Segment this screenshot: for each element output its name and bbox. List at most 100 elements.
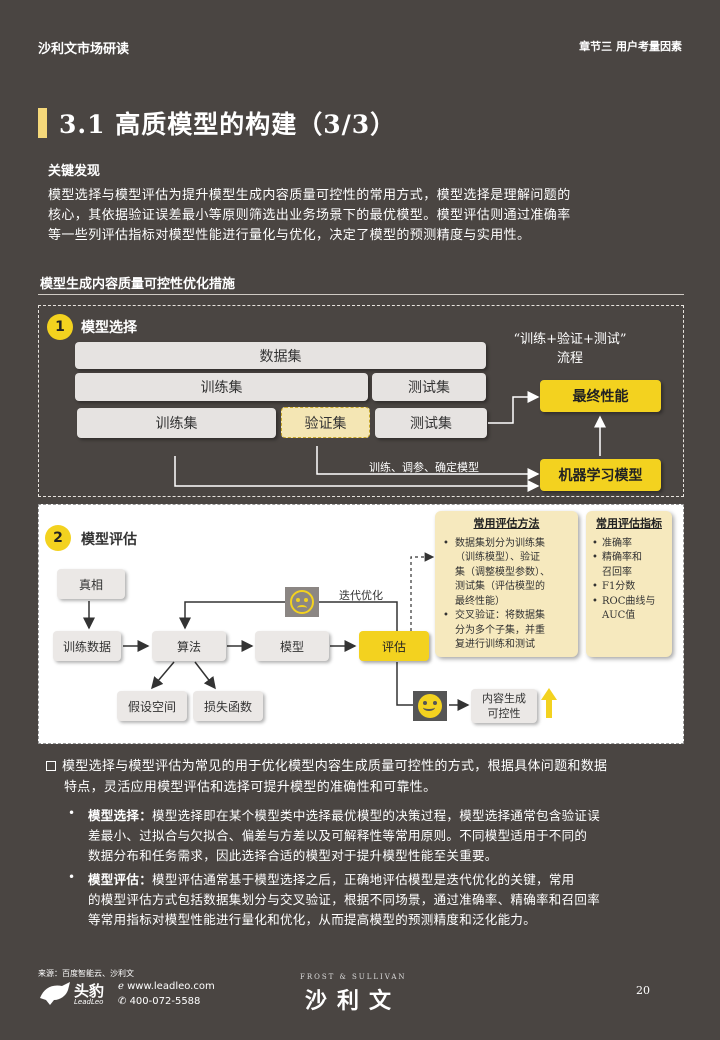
hypothesis-space-box: 假设空间 [117,691,187,721]
card-line: 分为多个子集，并重 [455,624,545,636]
page-title: 3.1 高质模型的构建（3/3） [59,110,397,139]
bullet-line: 模型选择：模型选择即在某个模型类中选择最优模型的决策过程，模型选择通常包含验证误 [88,806,684,826]
bullet-dot-icon: • [68,870,76,884]
content-controllability-line: 可控性 [487,707,521,720]
phone-number: 400-072-5588 [129,996,201,1007]
bullet-line-text: 模型选择即在某个模型类中选择最优模型的决策过程，模型选择通常包含验证误 [152,808,601,823]
bullet-line: 等常用指标对模型性能进行量化和优化，从而提高模型的预测精度和泛化能力。 [88,912,537,927]
up-arrow-icon [540,687,558,719]
step-number-badge: 2 [45,525,71,551]
summary-line-text: 模型选择与模型评估为常见的用于优化模型内容生成质量可控性的方式，根据具体问题和数… [62,759,608,774]
card-line: F1分数 [602,581,636,592]
key-findings-label: 关键发现 [48,164,101,179]
summary-line: 特点，灵活应用模型评估和选择可提升模型的准确性和可靠性。 [64,780,437,795]
key-findings-text: 模型选择与模型评估为提升模型生成内容质量可控性的常用方式，模型选择是理解问题的 … [48,186,684,246]
card-line: 准确率 [602,537,632,549]
model-selection-title: 模型选择 [81,320,137,336]
leadleo-logo [38,980,106,1006]
algorithm-box: 算法 [152,631,226,661]
leopard-icon [40,982,70,1005]
card-line: AUC值 [602,610,636,621]
bullet-label: 模型选择： [88,808,153,823]
header-chapter: 章节三 用户考量因素 [579,40,682,53]
happy-face-icon [413,691,447,721]
dataset-box: 数据集 [75,342,486,369]
leadleo-en: LeadLeo [74,998,104,1006]
metric-item: 准确率 [592,537,666,552]
ml-model-box: 机器学习模型 [540,459,661,491]
bullet-line: 的模型评估方式包括数据集划分与交叉验证，根据不同场景，通过准确率、精确率和召回率 [88,892,601,907]
truth-box: 真相 [57,569,125,599]
section-divider [38,294,684,295]
model-selection-panel: 1 模型选择 “训练+验证+测试” 流程 数据集 训练集 测试集 训练集 验证集… [38,305,684,497]
flow-label-line: 流程 [556,351,583,366]
evaluation-method-item: 数据集划分为训练集 （训练模型）、验证 集（调整模型参数）、 测试集（评估模型的… [443,537,570,610]
source-note: 来源：百度智能云、沙利文 [38,969,134,978]
loss-function-box: 损失函数 [193,691,263,721]
train-tune-label: 训练、调参、确定模型 [369,461,479,474]
evaluation-metrics-card: 常用评估指标 准确率 精确率和 召回率 F1分数 ROC曲线与 AUC值 [586,511,672,657]
checkbox-square-icon [46,761,56,771]
final-performance-box: 最终性能 [540,380,661,412]
evaluation-box: 评估 [359,631,429,661]
website-text[interactable]: ℯ www.leadleo.com [118,981,215,992]
bullet-label: 模型评估： [88,872,153,887]
evaluation-methods-card: 常用评估方法 数据集划分为训练集 （训练模型）、验证 集（调整模型参数）、 测试… [435,511,578,657]
flow-label-line: “训练+验证+测试” [513,332,627,347]
model-evaluation-title: 模型评估 [81,532,137,548]
card-line: 交叉验证：将数据集 [455,610,545,621]
validation-set-box: 验证集 [281,407,370,438]
card-line: 精确率和 [602,552,642,563]
content-controllability-line: 内容生成 [482,692,526,705]
model-selection-bullet: 模型选择：模型选择即在某个模型类中选择最优模型的决策过程，模型选择通常包含验证误… [88,806,684,866]
card-line: 集（调整模型参数）、 [455,566,550,578]
bullet-line: 数据分布和任务需求，因此选择合适的模型对于提升模型性能至关重要。 [88,848,498,863]
key-findings-line: 等一些列评估指标对模型性能进行量化与优化，决定了模型的预测精度与实用性。 [48,228,531,243]
train-set-box: 训练集 [75,373,368,401]
bullet-line: 模型评估：模型评估通常基于模型选择之后，正确地评估模型是迭代优化的关键，常用 [88,870,684,890]
training-data-box: 训练数据 [53,631,121,661]
summary-paragraph: 模型选择与模型评估为常见的用于优化模型内容生成质量可控性的方式，根据具体问题和数… [46,756,696,798]
web-icon: ℯ [118,981,128,992]
phone-icon: ✆ [118,996,130,1007]
page-title-block: 3.1 高质模型的构建（3/3） [38,106,396,140]
step-number-badge: 1 [47,314,73,340]
bullet-line-text: 模型评估通常基于模型选择之后，正确地评估模型是迭代优化的关键，常用 [152,872,575,887]
train-set-box-2: 训练集 [77,408,276,438]
title-accent-bar [38,108,47,138]
flow-label: “训练+验证+测试” 流程 [495,330,645,368]
card-line: ROC曲线与 [602,595,656,607]
key-findings-line: 模型选择与模型评估为提升模型生成内容质量可控性的常用方式，模型选择是理解问题的 [48,188,571,203]
metric-item: F1分数 [592,580,666,595]
section-title: 模型生成内容质量可控性优化措施 [40,277,236,292]
metric-item: 精确率和 召回率 [592,551,666,580]
test-set-box-2: 测试集 [375,408,487,438]
card-line: 最终性能） [455,595,505,607]
model-box: 模型 [255,631,329,661]
content-controllability-box: 内容生成 可控性 [471,689,537,723]
card-line: 复进行训练和测试 [455,639,535,650]
model-evaluation-panel: 2 模型评估 真相 训练数据 算法 模型 评估 假设空间 损失函数 迭代优化 [38,504,684,744]
header-brand: 沙利文市场研读 [38,42,130,57]
frost-sullivan-logo-en: FROST & SULLIVAN [300,973,407,981]
phone-text: ✆ 400-072-5588 [118,996,200,1007]
iterative-optimization-label: 迭代优化 [339,589,383,602]
selection-flow-arrows [174,391,606,492]
sad-face-icon [285,587,319,617]
evaluation-method-item: 交叉验证：将数据集 分为多个子集，并重 复进行训练和测试 [443,609,570,653]
page-number: 20 [636,984,650,997]
evaluation-metrics-title: 常用评估指标 [596,517,662,530]
test-set-box: 测试集 [372,373,486,401]
key-findings-line: 核心，其依据验证误差最小等原则筛选出业务场景下的最优模型。模型评估则通过准确率 [48,208,571,223]
frost-sullivan-logo-cn: 沙利文 [305,989,402,1014]
bullet-dot-icon: • [68,806,76,820]
website-url: www.leadleo.com [127,981,215,992]
evaluation-methods-title: 常用评估方法 [473,517,540,530]
summary-line: 模型选择与模型评估为常见的用于优化模型内容生成质量可控性的方式，根据具体问题和数… [46,756,696,777]
model-evaluation-bullet: 模型评估：模型评估通常基于模型选择之后，正确地评估模型是迭代优化的关键，常用 的… [88,870,684,930]
bullet-line: 差最小、过拟合与欠拟合、偏差与方差以及可解释性等常用原则。不同模型适用于不同的 [88,828,588,843]
card-line: 数据集划分为训练集 [455,537,545,549]
leadleo-name: 头豹 [74,982,105,1000]
card-line: 测试集（评估模型的 [455,581,545,592]
metric-item: ROC曲线与 AUC值 [592,595,666,624]
